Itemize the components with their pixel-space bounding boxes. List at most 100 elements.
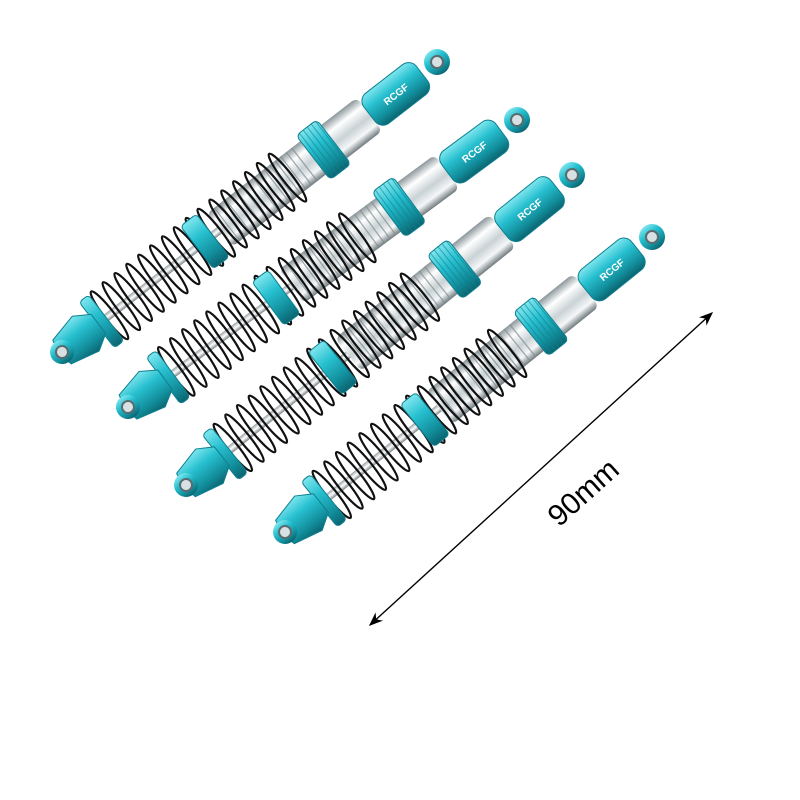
bottom-bushing [179,478,193,492]
chrome-body [209,100,380,245]
body-thread [359,209,386,244]
spring-coil [337,212,377,264]
spring-coil [229,292,269,344]
body-thread [224,198,252,233]
spring-coil [193,319,232,371]
spring-coil [181,328,220,379]
spring-coil [208,198,248,249]
preload-collar [253,271,300,325]
body-thread [314,242,341,278]
body-thread [213,207,241,242]
spring-coil [235,403,277,454]
dimension-indicator: 90mm [368,312,714,626]
body-thread [370,201,397,236]
adjuster-knurl [378,186,413,233]
adjuster-knurl [302,129,338,175]
adjuster-ring [373,178,425,236]
top-cap [361,62,431,126]
body-thread [365,205,392,240]
adjuster-knurl [386,180,421,227]
adjuster-knurl [298,132,334,178]
spring-coil [329,328,371,379]
spring-coil [224,413,265,463]
top-bushing [565,168,580,183]
top-cap [577,237,646,302]
top-cap [439,119,510,184]
body-thread [353,213,380,249]
spring-coil [137,253,177,304]
body-thread [263,168,291,203]
spring-coil [160,235,201,286]
adjuster-knurl [382,183,417,230]
spring-coil [277,256,317,308]
spring-coil [113,271,154,322]
bottom-bushing [278,525,292,539]
adjuster-knurl [310,123,346,169]
spring-coil [267,152,308,203]
body-thread [303,250,330,286]
spring-coil [168,337,208,388]
body-thread [407,279,435,313]
adjuster-knurl [441,243,478,288]
top-bushing [510,112,525,127]
adjuster-knurl [429,252,466,297]
spring-coil [205,310,244,362]
spring-coil [255,161,296,212]
preload-collar [309,340,357,394]
body-thread [342,331,370,366]
spring-coil [217,301,256,353]
adjuster-knurl [374,189,409,236]
body-thread [319,238,346,274]
spring-coil [301,239,341,290]
body-thread [413,274,441,309]
spring-coil [125,262,165,313]
spring-coil [231,180,272,231]
body-thread [252,177,280,212]
top-bushing [430,54,445,69]
body-thread [297,255,324,290]
body-thread [280,156,307,191]
body-thread [308,246,335,282]
spring-coil [282,366,324,416]
adjuster-knurl [437,246,474,291]
adjuster-knurl [314,120,350,166]
body-thread [285,151,313,186]
body-thread [418,270,446,305]
body-thread [331,230,358,265]
body-thread [291,147,318,182]
spring-coil [172,226,213,277]
spring-coil [294,356,335,407]
top-cap [494,176,565,243]
spring-coil [101,281,142,332]
body-thread [286,263,313,299]
shock-absorber: RCGF [50,48,451,365]
preload-collar [181,215,229,268]
body-thread [325,234,352,269]
spring-coil [323,460,364,510]
spring-coil [259,385,300,435]
spring-coil [270,375,312,426]
body-thread [424,266,452,300]
chrome-body [281,157,458,301]
bottom-bushing [121,400,135,414]
spring-coil [148,244,189,295]
bottom-bushing [55,345,69,359]
spring-coil [289,247,329,299]
spring-coil [241,283,281,335]
spring-coil [220,189,260,240]
dimension-label: 90mm [542,453,626,533]
adjuster-knurl [390,177,425,224]
dimension-arrow [368,312,714,626]
adjuster-knurl [306,126,342,172]
adjuster-knurl [445,240,482,285]
body-thread [274,160,302,195]
spring-coil [325,221,365,273]
spring-coil [313,230,353,282]
body-thread [269,164,296,199]
body-thread [342,221,369,257]
top-bushing [645,230,660,245]
adjuster-knurl [433,249,470,294]
shock-absorber: RCGF [116,106,531,420]
